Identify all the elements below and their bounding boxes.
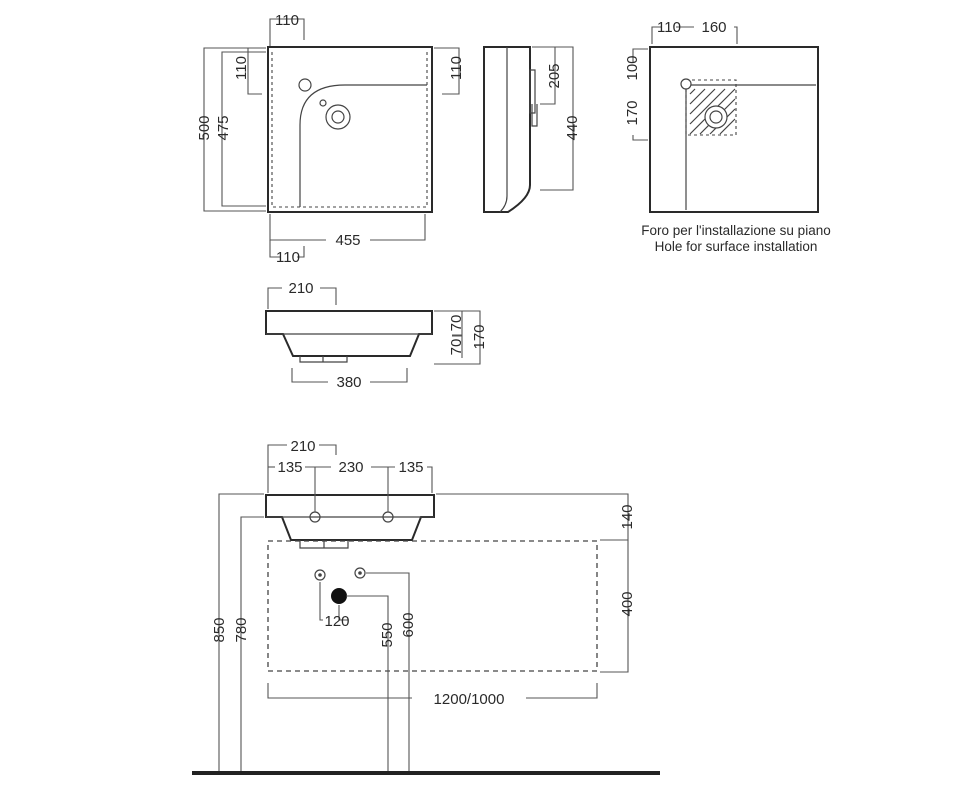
front-dim-380-right [370,368,408,383]
inst-dim-width-left [267,683,412,699]
dim-left-110-line [247,47,266,95]
inst-dim-140: 140 [619,504,636,529]
top-view-outline [267,46,433,213]
water-connection-left-dot [318,573,322,577]
front-dim-170: 170 [471,324,488,349]
dim-bottom-110-left [269,240,280,258]
dim-205-line [540,47,556,105]
dim-455-right [370,214,426,241]
inst-dim-width: 1200/1000 [434,691,505,708]
water-connection-right-dot [358,571,362,575]
inst-dim-140-line [436,493,629,541]
front-dim-210: 210 [288,280,313,297]
inst-dim-850: 850 [211,617,228,642]
top-view-basin-curve [299,84,427,207]
water-connection-right [354,567,366,579]
inst-dim-135-left: 135 [277,459,302,476]
surface-dim-100: 100 [624,55,641,80]
dim-455: 455 [335,232,360,249]
side-view-bracket [531,104,538,127]
inst-dim-210-left [267,444,287,493]
side-view-inner-line [499,47,508,213]
drain-hole [331,110,345,124]
dim-bottom-110-right [297,246,305,258]
dim-455-left [269,214,326,241]
front-dim-70-bottom: 70 [448,339,465,356]
inst-dim-400: 400 [619,591,636,616]
inst-dim-120: 120 [324,613,349,630]
dim-475-line [221,51,266,207]
surface-dim-110-left [651,26,662,44]
front-dim-380-left [291,368,328,383]
tap-hole [298,78,312,92]
inst-dim-780-line [240,516,264,772]
surface-dim-160: 160 [701,19,726,36]
dim-500-line [203,47,266,212]
surface-caption-it: Foro per l'installazione su piano [641,223,830,238]
inst-dim-width-right [526,683,598,699]
front-view: 210 170 70 70 380 [265,280,488,391]
dim-475: 475 [215,115,232,140]
inst-dim-550-line [346,595,389,772]
dim-right-110: 110 [448,56,465,80]
inst-dim-780: 780 [233,617,250,642]
cutout-drain-hole [709,110,723,124]
dim-500: 500 [196,115,213,140]
inst-dim-550: 550 [379,622,396,647]
surface-view-outline [649,46,819,213]
front-dim-210-left [267,287,282,309]
inst-dim-135-right: 135 [398,459,423,476]
inst-dim-120-line [319,582,348,621]
dim-440-line [532,46,574,191]
surface-view: 110 160 100 170 Foro per l'installazione… [624,19,831,254]
surface-dim-160-right [734,26,738,44]
surface-dim-170-line [632,135,648,141]
side-view: 440 205 [483,46,581,213]
inst-dim-210: 210 [290,438,315,455]
top-dim-110: 110 [275,12,299,29]
water-connection-left [314,569,326,581]
dim-right-110-line [434,47,460,95]
installation-view: 210 135 230 135 140 400 850 780 120 550 … [192,438,660,775]
front-dim-70-top-line [452,310,463,336]
dim-left-110: 110 [233,56,250,80]
surface-dim-170: 170 [624,100,641,125]
inst-dim-600-line [366,572,410,772]
dim-bottom-110: 110 [276,249,300,266]
inst-dim-210-right [319,444,337,455]
front-dim-70-bottom-line [452,335,463,358]
front-dim-380: 380 [336,374,361,391]
surface-caption-en: Hole for surface installation [655,239,818,254]
drain-ring [325,104,351,130]
inst-dim-850-line [218,493,264,772]
surface-dim-110: 110 [657,19,681,36]
cutout-tap-hole [680,78,692,90]
front-dim-210-right [320,287,337,305]
dim-205: 205 [546,63,563,88]
cabinet-outline [267,540,598,672]
inst-dim-400-line [600,540,629,673]
top-dim-110-line [269,18,305,46]
cutout-drain-ring [704,105,728,129]
overflow-hole [319,99,327,107]
inst-dim-230: 230 [338,459,363,476]
waste-outlet [331,588,347,604]
top-view: 110 500 475 110 110 455 110 [196,12,465,266]
inst-dim-600: 600 [400,612,417,637]
surface-dim-100-line [632,48,648,62]
cutout-area [685,79,737,136]
dim-440: 440 [564,115,581,140]
side-view-tap [529,69,536,114]
inst-dim-135-right-b [427,466,433,493]
front-dim-70-top: 70 [448,315,465,332]
